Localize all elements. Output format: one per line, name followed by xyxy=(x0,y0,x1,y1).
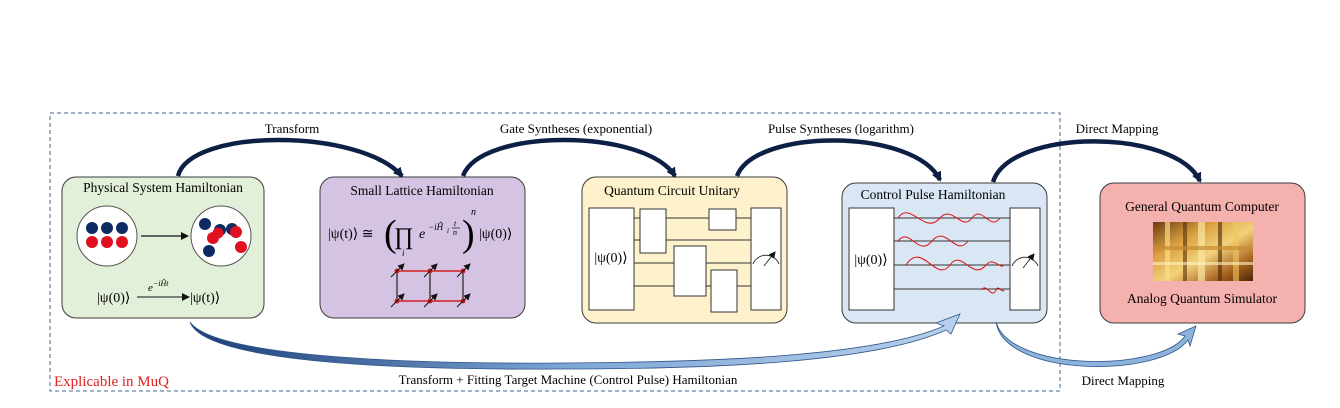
exp-subscript: i xyxy=(447,227,449,235)
physical-evolution-base: e xyxy=(148,282,153,294)
lattice-formula-lhs: |ψ(t)⟩ ≅ xyxy=(328,227,373,242)
computer-title: General Quantum Computer xyxy=(1125,199,1279,214)
frac-numerator: t xyxy=(454,219,457,228)
initial-particles xyxy=(86,222,128,248)
transform-arrow xyxy=(175,137,404,178)
frame-label: Explicable in MuQ xyxy=(54,374,169,390)
bottom-fitting-label: Transform + Fitting Target Machine (Cont… xyxy=(399,372,738,387)
quantum-computer-image xyxy=(1153,222,1253,281)
pulse-syntheses-arrow xyxy=(734,138,943,182)
lattice-formula: |ψ(t)⟩ ≅ ( ∏ i e −iĤ i t n ) n |ψ(0)⟩ xyxy=(328,207,512,258)
lattice-title: Small Lattice Hamiltonian xyxy=(350,183,493,198)
circuit-drawing: |ψ(0)⟩ xyxy=(588,207,782,313)
lattice-box xyxy=(319,176,526,319)
bottom-fitting-arrow xyxy=(189,313,961,370)
pulse-drawing: |ψ(0)⟩ xyxy=(848,207,1041,311)
direct-mapping-top-arrow xyxy=(990,139,1203,183)
lattice-formula-rhs: |ψ(0)⟩ xyxy=(479,227,512,242)
pulse-input-state: |ψ(0)⟩ xyxy=(854,253,887,268)
lattice-grid xyxy=(390,263,471,308)
frac-denominator: n xyxy=(453,228,457,237)
evolved-particles xyxy=(199,218,247,257)
direct-mapping-top-label: Direct Mapping xyxy=(1076,121,1159,136)
gate-syntheses-arrow xyxy=(460,137,677,178)
product-symbol: ∏ xyxy=(394,224,414,250)
muq-frame xyxy=(49,112,1061,392)
exp-base: e xyxy=(419,227,425,242)
circuit-title: Quantum Circuit Unitary xyxy=(604,183,740,198)
transform-label: Transform xyxy=(265,121,319,136)
physical-evolution-exponent: −iĤt xyxy=(153,278,169,288)
direct-mapping-bottom-label: Direct Mapping xyxy=(1082,373,1165,388)
right-paren: ) xyxy=(462,213,475,255)
pulse-syntheses-label: Pulse Syntheses (logarithm) xyxy=(768,121,914,136)
power-exponent: n xyxy=(471,207,476,218)
gate-syntheses-label: Gate Syntheses (exponential) xyxy=(500,121,652,136)
physical-lhs: |ψ(0)⟩ xyxy=(97,291,130,306)
exp-superscript: −iĤ xyxy=(428,222,444,232)
physical-rhs: |ψ(t)⟩ xyxy=(190,291,220,306)
pulse-title: Control Pulse Hamiltonian xyxy=(861,187,1006,202)
product-index: i xyxy=(402,248,405,258)
left-paren: ( xyxy=(384,213,397,255)
physical-system-title: Physical System Hamiltonian xyxy=(83,180,243,195)
direct-mapping-bottom-arrow xyxy=(995,321,1197,367)
circuit-input-state: |ψ(0)⟩ xyxy=(594,251,627,266)
computer-subtitle: Analog Quantum Simulator xyxy=(1127,291,1277,306)
physical-evolution-operator: e−iĤt xyxy=(148,278,169,294)
